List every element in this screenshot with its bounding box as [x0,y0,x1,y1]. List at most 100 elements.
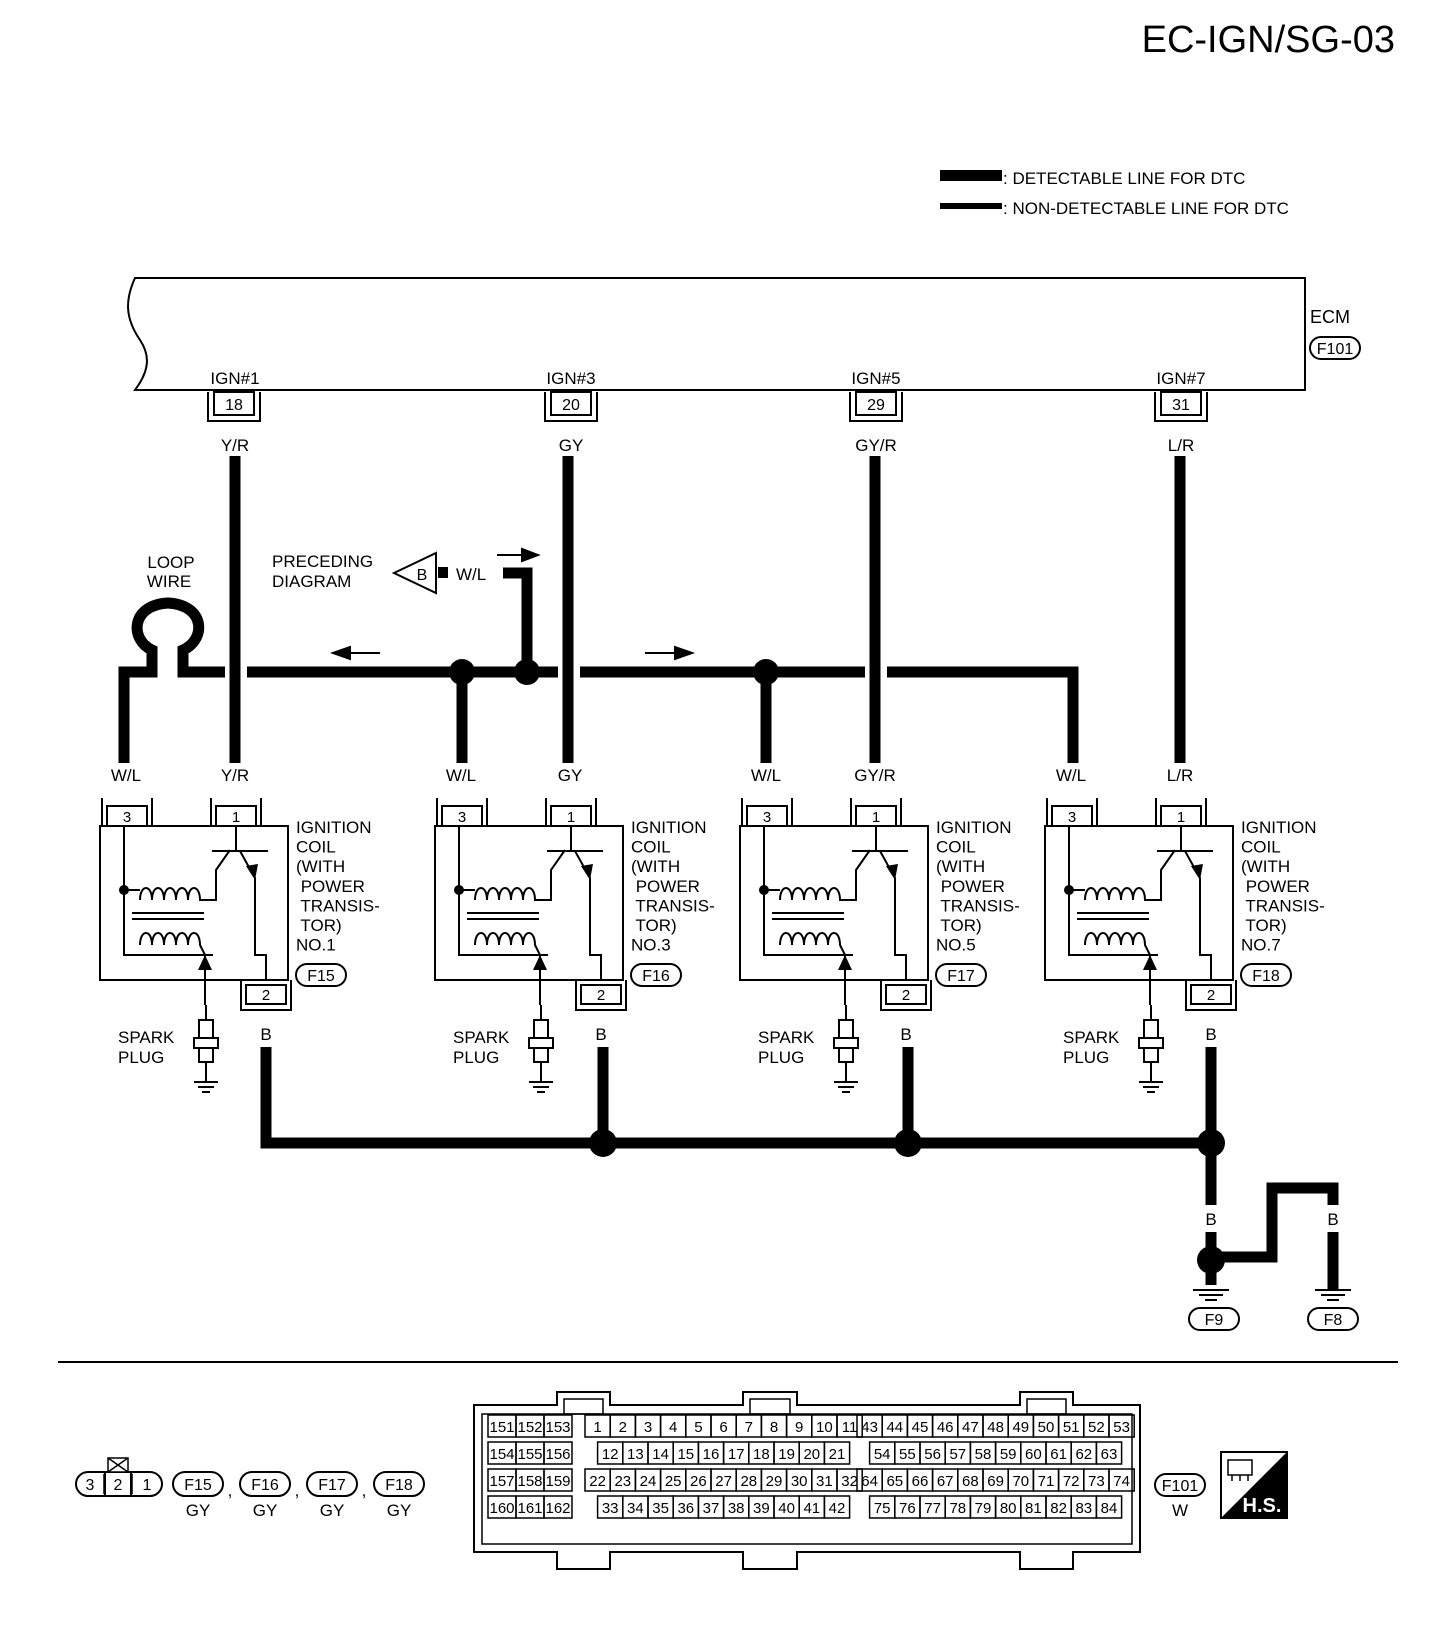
coil-connector-badge [172,1471,224,1497]
ecm-pin-number: 53 [1113,1419,1130,1436]
coil-label: NO.3 [631,936,671,955]
loop-wire-label: LOOP [147,553,194,572]
preceding-wire-label: W/L [456,565,486,584]
terminal-pin-box [580,984,622,1005]
ecm-pin-number: 83 [1075,1500,1092,1517]
spark-plug-hex [193,1037,219,1049]
legend-detectable-swatch [940,170,1002,181]
spark-plug [833,1005,859,1093]
ecm-pin-number: 79 [975,1500,992,1517]
coil-connector-color: GY [320,1501,345,1520]
ecm-pin-number: 82 [1050,1500,1067,1517]
wire-color-label: B [1205,1210,1216,1229]
coil-label: TOR) [296,916,342,935]
preceding-ref: B [417,567,428,584]
ecm-pin-number: 35 [652,1500,669,1517]
ecm-pin-number: 71 [1038,1473,1055,1490]
ecm-pin-cell [543,1468,573,1492]
terminal-bracket [240,980,292,1011]
ecm-pin-number: 44 [886,1419,903,1436]
ecm-pin-number: 74 [1113,1473,1130,1490]
internal-wire [1068,826,1150,956]
ecm-pin-number: 154 [489,1446,514,1463]
coil-label: COIL [296,838,336,857]
ecm-pin-number: 34 [627,1500,644,1517]
coil-label: POWER [936,877,1005,896]
spark-plug-thread [533,1047,549,1063]
ecm-terminal-ign7: IGN#7 31 L/R [1154,369,1208,455]
ecm-pin-number: 64 [861,1473,878,1490]
spark-plug-label: PLUG [453,1048,499,1067]
wire-color-label: W/L [111,766,141,785]
diode-triangle [198,955,212,970]
ecm-pin-number: 156 [545,1446,570,1463]
ecm-pin-number: 27 [715,1473,732,1490]
ecm-pin-number: 29 [766,1473,783,1490]
coil-label: COIL [936,838,976,857]
ecm-pin-number: 47 [962,1419,979,1436]
coil-connector-badge [239,1471,291,1497]
ecm-pin-number: 31 [1172,397,1190,414]
ground-wire-labels: B B B [1205,1210,1338,1229]
wire-color-label: L/R [1167,766,1193,785]
transistor-arrow [886,864,898,880]
ecm-pin-cell [543,1441,573,1465]
coil-pin-label: 1 [143,1477,152,1494]
separator: , [362,1481,367,1500]
secondary-winding [1084,932,1151,956]
spark-plug [193,1005,219,1093]
coil-label: TRANSIS- [296,896,380,915]
coil-label: IGNITION [936,818,1012,837]
coil-label: POWER [1241,877,1310,896]
ecm-pin-number: 21 [829,1446,846,1463]
wire-color-label: L/R [1168,436,1194,455]
ground-junctions [589,1129,1225,1274]
legend-non-detectable-swatch [940,203,1002,209]
spark-plug-hex [833,1037,859,1049]
ecm-pin-number: 158 [517,1473,542,1490]
wire-color-label: W/L [1056,766,1086,785]
internal-wire [458,826,540,956]
signal-wires [229,456,1186,763]
ecm-pin-cell [1108,1468,1135,1492]
ecm-connector-badge [1309,336,1361,360]
ecm-pin-number: 17 [728,1446,745,1463]
coil-connector-color: GY [387,1501,412,1520]
ecm-pin-number: 61 [1050,1446,1067,1463]
primary-winding [779,849,871,901]
coil-connector-badge [306,1471,358,1497]
terminal-pin-number: 1 [567,809,575,826]
coil-label: POWER [296,877,365,896]
loop-wire-label: WIRE [147,572,191,591]
ecm-pin-number: 12 [602,1446,619,1463]
transistor-arrow [246,864,258,880]
ecm-pin-number: 33 [602,1500,619,1517]
ecm-pin-number: 75 [874,1500,891,1517]
separator: , [295,1481,300,1500]
ecm-pin-number: 55 [899,1446,916,1463]
ecm-pin-number: 62 [1075,1446,1092,1463]
coil-label: NO.1 [296,936,336,955]
coil-connector-id: F17 [318,1477,346,1494]
ecm-pin-number: 13 [627,1446,644,1463]
bus-junctions [449,659,779,685]
ground-bus [260,1047,1339,1290]
coil-connector-id: F18 [385,1477,413,1494]
coil-label: IGNITION [1241,818,1317,837]
preceding-diagram-flag [391,551,437,595]
spark-plug-label: SPARK [453,1028,510,1047]
coil-pin-label: 2 [114,1477,123,1494]
wire-color-label: B [1266,1210,1277,1229]
ecm-pin-number: 72 [1063,1473,1080,1490]
spark-plug-body [198,1019,214,1039]
spark-plug-thread [1143,1047,1159,1063]
ecm-pin-number: 78 [949,1500,966,1517]
power-bus [118,567,1079,763]
direction-arrows [329,547,696,661]
coil-label: NO.7 [1241,936,1281,955]
spark-plug-label: PLUG [1063,1048,1109,1067]
ecm-pin-number: 7 [745,1419,753,1436]
ecm-pin-number: 48 [987,1419,1004,1436]
wire-color-label: Y/R [221,766,249,785]
diode-triangle [533,955,547,970]
